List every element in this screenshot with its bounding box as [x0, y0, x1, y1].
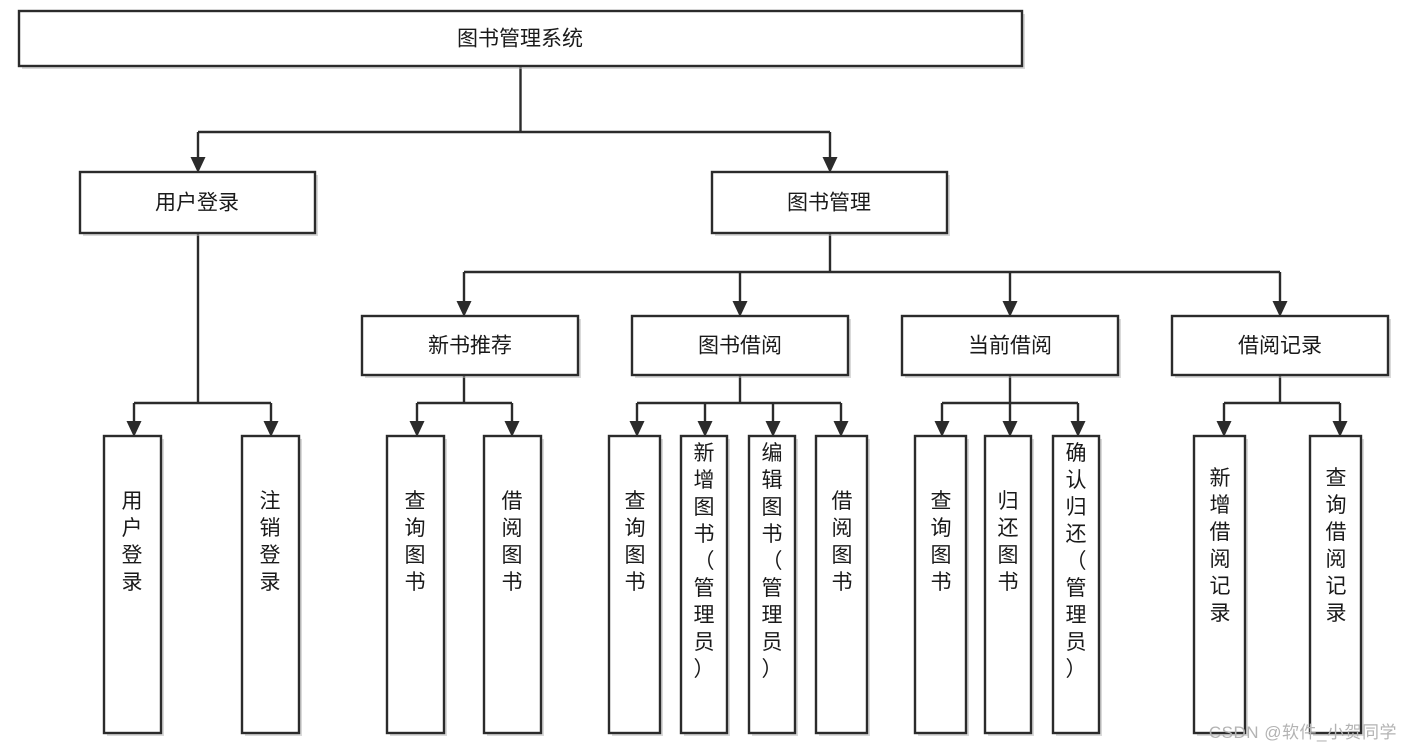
node-book-management[interactable]: 图书管理	[710, 170, 950, 236]
leaf-node-borrow-borrowbook[interactable]: 借阅图书	[814, 434, 870, 736]
leaf-node-newbook-query[interactable]: 查询图书	[385, 434, 447, 736]
leaf-node-borrow-borrowbook-label: 借阅图书	[832, 490, 853, 594]
leaf-node-user-login-login-label: 用户登录	[122, 490, 143, 594]
leaf-node-borrow-edit-label: 编辑图书（管理员）	[762, 442, 783, 681]
leaf-node-borrow-add-label: 新增图书（管理员）	[694, 442, 715, 681]
leaf-node-newbook-query-label: 查询图书	[405, 490, 426, 594]
arrow-root-to-user-login	[190, 157, 206, 173]
arrow-borrow-l2	[697, 421, 713, 437]
leaf-node-newbook-borrow[interactable]: 借阅图书	[482, 434, 544, 736]
arrow-newbook-l1	[409, 421, 425, 437]
connector-group	[126, 66, 1348, 437]
node-book-borrow-label: 图书借阅	[698, 335, 782, 358]
node-book-borrow[interactable]: 图书借阅	[630, 314, 851, 378]
arrow-borrow-l3	[765, 421, 781, 437]
arrow-root-to-book-manage	[822, 157, 838, 173]
node-borrow-record[interactable]: 借阅记录	[1170, 314, 1391, 378]
arrow-userlogin-leaf1	[126, 421, 142, 437]
arrow-current-l2	[1002, 421, 1018, 437]
arrow-bookmanage-c3	[1002, 301, 1018, 317]
leaf-node-record-add[interactable]: 新增借阅记录	[1192, 434, 1248, 736]
leaf-node-newbook-borrow-label: 借阅图书	[502, 490, 523, 594]
leaf-node-user-login-logout-label: 注销登录	[260, 490, 281, 594]
leaf-node-borrow-query[interactable]: 查询图书	[607, 434, 663, 736]
leaf-node-current-return-label: 归还图书	[998, 490, 1019, 594]
leaf-node-borrow-add[interactable]: 新增图书（管理员）	[679, 434, 730, 736]
leaf-node-record-query-label: 查询借阅记录	[1326, 467, 1347, 625]
arrow-record-l2	[1332, 421, 1348, 437]
node-new-book-recommend-label: 新书推荐	[428, 335, 512, 358]
node-root[interactable]: 图书管理系统	[17, 9, 1025, 69]
arrow-bookmanage-c1	[456, 301, 472, 317]
node-user-login[interactable]: 用户登录	[78, 170, 318, 236]
leaf-node-user-login-login[interactable]: 用户登录	[102, 434, 164, 736]
leaf-node-record-add-label: 新增借阅记录	[1210, 467, 1231, 625]
node-borrow-record-label: 借阅记录	[1238, 335, 1322, 358]
node-new-book-recommend[interactable]: 新书推荐	[360, 314, 581, 378]
leaf-node-user-login-logout[interactable]: 注销登录	[240, 434, 302, 736]
node-book-management-label: 图书管理	[787, 192, 871, 215]
arrow-bookmanage-c4	[1272, 301, 1288, 317]
arrow-borrow-l4	[833, 421, 849, 437]
arrow-current-l1	[934, 421, 950, 437]
node-user-login-label: 用户登录	[155, 192, 239, 215]
arrow-current-l3	[1070, 421, 1086, 437]
leaf-node-current-confirm-return-label: 确认归还（管理员）	[1066, 442, 1087, 681]
leaf-node-current-query[interactable]: 查询图书	[913, 434, 969, 736]
leaf-node-current-query-label: 查询图书	[931, 490, 952, 594]
arrow-userlogin-leaf2	[263, 421, 279, 437]
leaf-node-current-return[interactable]: 归还图书	[983, 434, 1034, 736]
arrow-newbook-l2	[504, 421, 520, 437]
node-current-borrow-label: 当前借阅	[968, 335, 1052, 358]
node-current-borrow[interactable]: 当前借阅	[900, 314, 1121, 378]
node-root-label: 图书管理系统	[457, 28, 583, 51]
arrow-record-l1	[1216, 421, 1232, 437]
arrow-bookmanage-c2	[732, 301, 748, 317]
arrow-borrow-l1	[629, 421, 645, 437]
leaf-node-current-confirm-return[interactable]: 确认归还（管理员）	[1051, 434, 1102, 736]
leaf-node-record-query[interactable]: 查询借阅记录	[1308, 434, 1364, 736]
leaf-node-borrow-query-label: 查询图书	[625, 490, 646, 594]
leaf-node-borrow-edit[interactable]: 编辑图书（管理员）	[747, 434, 798, 736]
